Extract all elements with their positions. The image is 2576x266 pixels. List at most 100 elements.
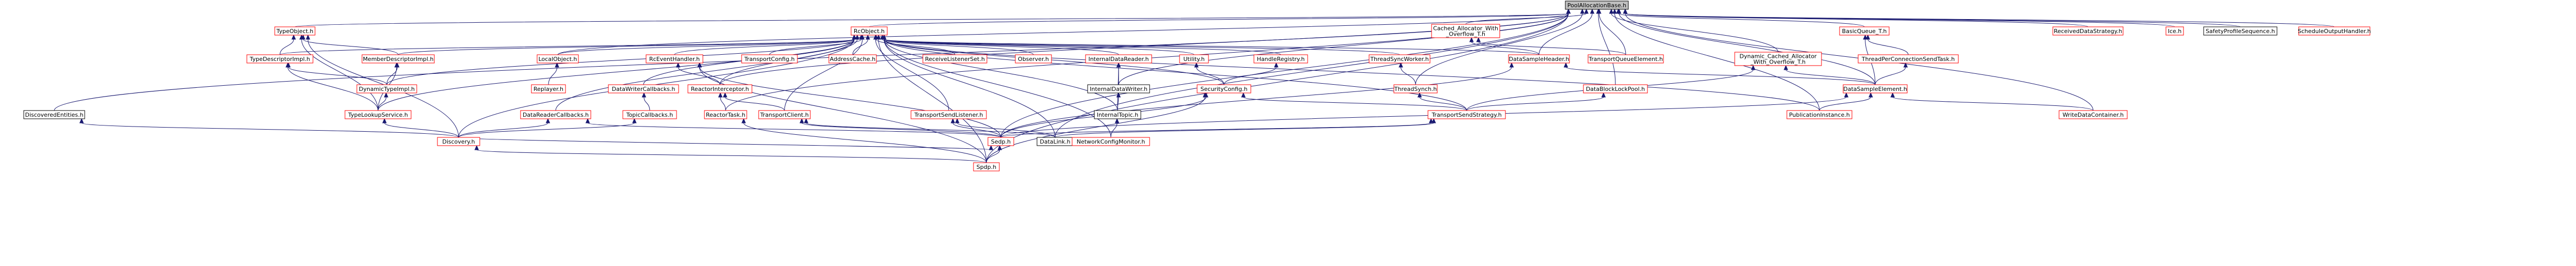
edge-spdp-to-discovery xyxy=(474,145,987,163)
node-topiccallbacks[interactable]: TopicCallbacks.h xyxy=(622,110,677,119)
node-internaldatawriter[interactable]: InternalDataWriter.h xyxy=(1087,84,1150,93)
edge-line xyxy=(802,122,1001,138)
node-receivelistenerset[interactable]: ReceiveListenerSet.h xyxy=(922,54,987,64)
node-threadsynch[interactable]: ThreadSynch.h xyxy=(1393,84,1438,93)
node-label: Replayer.h xyxy=(533,86,563,92)
edge-line xyxy=(1415,13,1583,85)
node-safetyprofile[interactable]: SafetyProfileSequence.h xyxy=(2203,26,2277,36)
node-dynamiccachedalloc[interactable]: Dynamic_Cached_Allocator_With_Overflow_T… xyxy=(1734,52,1822,66)
node-internaldatareader[interactable]: InternalDataReader.h xyxy=(1085,54,1152,64)
node-label: ThreadPerConnectionSendTask.h xyxy=(1861,56,1955,62)
node-box xyxy=(758,110,811,119)
edge-line xyxy=(1565,67,1876,85)
node-utility[interactable]: Utility.h xyxy=(1179,54,1209,64)
node-networkconfigmonitor[interactable]: NetworkConfigMonitor.h xyxy=(1072,137,1150,146)
node-transportqueueelement[interactable]: TransportQueueElement.h xyxy=(1588,54,1664,64)
node-ice[interactable]: Ice.h xyxy=(2165,26,2184,36)
node-basicqueue[interactable]: BasicQueue_T.h xyxy=(1839,26,1890,36)
edge-arrowhead xyxy=(1566,8,1571,14)
node-rceventhandler[interactable]: RcEventHandler.h xyxy=(646,54,703,64)
node-memberdescriptorimpl[interactable]: MemberDescriptorImpl.h xyxy=(362,54,435,64)
edge-typelookupservice-to-typeobject xyxy=(299,34,379,111)
edge-line xyxy=(806,122,1056,138)
node-label: SecurityConfig.h xyxy=(1201,86,1248,92)
node-observer[interactable]: Observer.h xyxy=(1015,54,1052,64)
node-handleregistry[interactable]: HandleRegistry.h xyxy=(1253,54,1308,64)
edge-line xyxy=(1617,13,1865,27)
node-datareadercallbacks[interactable]: DataReaderCallbacks.h xyxy=(520,110,591,119)
node-label: PoolAllocationBase.h xyxy=(1567,2,1626,9)
edge-line xyxy=(699,67,1001,138)
node-replayer[interactable]: Replayer.h xyxy=(531,84,566,93)
node-rcobject[interactable]: RcObject.h xyxy=(851,26,888,36)
node-discoveredentities[interactable]: DiscoveredEntities.h xyxy=(23,110,85,119)
node-internaltopic[interactable]: InternalTopic.h xyxy=(1094,110,1141,119)
node-reactortask[interactable]: ReactorTask.h xyxy=(704,110,747,119)
node-label: ReactorInterceptor.h xyxy=(691,86,749,92)
edge-sedp-to-datasampleheader xyxy=(1000,62,1514,138)
edge-line xyxy=(1619,13,1876,85)
edge-arrowhead xyxy=(1241,92,1246,98)
node-box xyxy=(1072,137,1150,146)
node-typedescriptorimpl[interactable]: TypeDescriptorImpl.h xyxy=(246,54,313,64)
node-box xyxy=(828,54,877,64)
edge-line xyxy=(674,39,855,55)
node-scheduleoutput[interactable]: ScheduleOutputHandler.h xyxy=(2298,26,2371,36)
edge-datasampleelement-to-root xyxy=(1616,8,1876,85)
node-transportclient[interactable]: TransportClient.h xyxy=(758,110,811,119)
node-label: SafetyProfileSequence.h xyxy=(2206,28,2275,35)
node-writedatacontainer[interactable]: WriteDataContainer.h xyxy=(2059,110,2128,119)
edge-publicationinstance-to-root xyxy=(1612,8,1820,111)
edge-arrowhead xyxy=(1116,62,1121,68)
node-box xyxy=(608,84,679,93)
node-localobject[interactable]: LocalObject.h xyxy=(537,54,579,64)
node-datablocklockpool[interactable]: DataBlockLockPool.h xyxy=(1583,84,1648,93)
edges-layer xyxy=(54,8,2335,163)
node-sedp[interactable]: Sedp.h xyxy=(987,137,1014,146)
node-typeobject[interactable]: TypeObject.h xyxy=(274,26,316,36)
node-datawritercallbacks[interactable]: DataWriterCallbacks.h xyxy=(608,84,679,93)
node-datasampleelement[interactable]: DataSampleElement.h xyxy=(1843,84,1908,93)
node-transportsendstrategy[interactable]: TransportSendStrategy.h xyxy=(1427,110,1506,119)
node-discovery[interactable]: Discovery.h xyxy=(437,137,480,146)
edge-arrowhead xyxy=(866,34,870,40)
node-box xyxy=(246,54,313,64)
edge-arrowhead xyxy=(632,118,637,123)
node-securityconfig[interactable]: SecurityConfig.h xyxy=(1197,84,1251,93)
node-label: InternalDataWriter.h xyxy=(1090,86,1148,92)
edge-transportsendstrategy-to-threadsynch xyxy=(1417,92,1467,111)
node-datalink[interactable]: DataLink.h xyxy=(1036,137,1074,146)
node-label: TypeObject.h xyxy=(276,28,313,35)
node-dynamictypeimpl[interactable]: DynamicTypeImpl.h xyxy=(356,84,417,93)
node-cachedalloc[interactable]: Cached_Allocator_With_Overflow_T.h xyxy=(1431,24,1500,38)
edge-line xyxy=(678,67,720,85)
node-label: DataBlockLockPool.h xyxy=(1586,86,1645,92)
node-threadperconnection[interactable]: ThreadPerConnectionSendTask.h xyxy=(1858,54,1959,64)
node-spdp[interactable]: Spdp.h xyxy=(973,162,1000,171)
edge-line xyxy=(1875,67,1906,85)
node-datasampleheader[interactable]: DataSampleHeader.h xyxy=(1508,54,1570,64)
edge-publicationinstance-to-datasampleelement xyxy=(1819,92,1873,111)
edge-arrowhead xyxy=(950,118,955,123)
node-transportsendlistener[interactable]: TransportSendListener.h xyxy=(910,110,987,119)
node-receiveddata[interactable]: ReceivedDataStrategy.h xyxy=(2052,26,2124,36)
edge-line xyxy=(884,39,1400,55)
edge-line xyxy=(1000,13,1569,138)
node-box xyxy=(1369,54,1431,64)
edge-securityconfig-to-handleregistry xyxy=(1223,62,1279,85)
node-box xyxy=(23,110,85,119)
edge-arrowhead xyxy=(1601,92,1606,98)
node-threadsyncworker[interactable]: ThreadSyncWorker.h xyxy=(1369,54,1431,64)
node-box xyxy=(2165,26,2184,36)
edge-line xyxy=(952,122,1001,138)
edge-line xyxy=(884,39,1540,55)
node-transportconfig[interactable]: TransportConfig.h xyxy=(741,54,798,64)
node-box xyxy=(437,137,480,146)
edge-publicationinstance-to-rcobject xyxy=(882,34,1820,111)
node-publicationinstance[interactable]: PublicationInstance.h xyxy=(1786,110,1852,119)
node-typelookupservice[interactable]: TypeLookupService.h xyxy=(344,110,412,119)
node-addresscache[interactable]: AddressCache.h xyxy=(828,54,877,64)
node-box xyxy=(274,26,316,36)
edge-datablocklockpool-to-root xyxy=(1596,8,1616,85)
node-reactorinterceptor[interactable]: ReactorInterceptor.h xyxy=(687,84,752,93)
